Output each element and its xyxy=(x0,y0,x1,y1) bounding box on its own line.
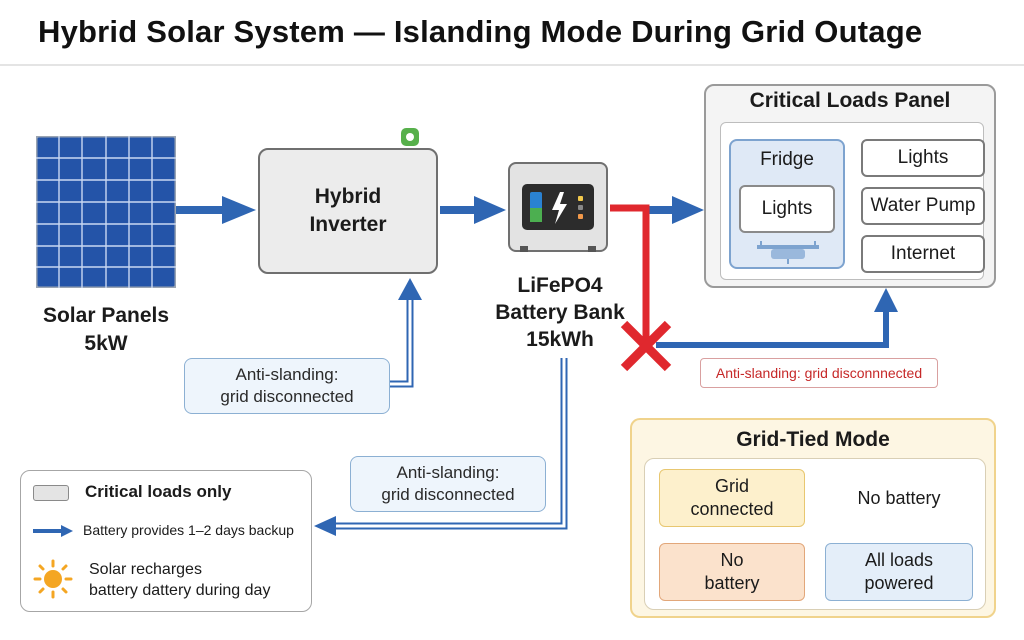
solar-panel-icon xyxy=(36,136,176,288)
title-divider xyxy=(0,64,1024,66)
grid-tied-mode-body: Grid connected No battery No battery All… xyxy=(644,458,986,610)
inverter-note-line2: grid disconnected xyxy=(220,387,354,406)
grid-connected-line2: connected xyxy=(690,499,774,519)
battery-label-line3: 15kWh xyxy=(526,328,594,351)
battery-label-line2: Battery Bank xyxy=(495,301,625,324)
grid-connected-line1: Grid xyxy=(714,476,749,496)
inverter-label-line1: Hybrid xyxy=(314,185,382,208)
inverter-to-battery-arrow xyxy=(440,196,506,224)
battery-to-loads-arrow xyxy=(646,196,704,224)
page-title: Hybrid Solar System — Islanding Mode Dur… xyxy=(38,14,923,49)
grid-to-loads-arrow xyxy=(656,288,898,348)
fridge-label: Fridge xyxy=(760,149,814,170)
legend: Critical loads only Battery provides 1–2… xyxy=(20,470,312,612)
grid-connected-cell: Grid connected xyxy=(659,469,805,527)
load-item-lights: Lights xyxy=(861,139,985,177)
inverter-anti-islanding-note: Anti-slanding: grid disconnected xyxy=(184,358,390,414)
all-loads-line2: powered xyxy=(864,573,934,593)
critical-loads-panel: Critical Loads Panel Fridge Lights Light… xyxy=(704,84,996,288)
fridge-lights-item: Lights xyxy=(739,185,835,233)
no-battery-line2: battery xyxy=(704,573,760,593)
inverter-note-line1: Anti-slanding: xyxy=(235,365,339,384)
battery-note-line2: grid disconnected xyxy=(381,485,515,504)
battery-note-line1: Anti-slanding: xyxy=(396,463,500,482)
grid-disconnected-note: Anti-slanding: grid disconnnected xyxy=(700,358,938,388)
grid-outage-line xyxy=(610,204,650,345)
inverter-note-connector xyxy=(390,278,422,388)
fridge-unit: Fridge Lights xyxy=(729,139,845,269)
inverter-connector-icon xyxy=(400,126,420,148)
hybrid-inverter: Hybrid Inverter xyxy=(258,148,438,274)
grid-tied-mode-title: Grid-Tied Mode xyxy=(736,428,890,451)
battery-status-icon xyxy=(530,192,583,224)
all-loads-powered-cell: All loads powered xyxy=(825,543,973,601)
critical-loads-panel-body: Fridge Lights Lights Water Pump Internet xyxy=(720,122,985,280)
legend-solar-line1: Solar recharges xyxy=(89,561,202,578)
all-loads-line1: All loads xyxy=(864,550,934,570)
battery-display xyxy=(522,184,594,230)
legend-item-solar-recharge: Solar recharges battery dattery during d… xyxy=(89,559,270,601)
legend-item-critical-loads: Critical loads only xyxy=(85,482,232,501)
legend-arrow-icon xyxy=(33,525,73,537)
battery-bank xyxy=(508,162,608,252)
solar-to-inverter-arrow xyxy=(176,196,256,224)
disconnect-x-mark xyxy=(620,320,672,372)
load-item-water-pump: Water Pump xyxy=(861,187,985,225)
sun-icon xyxy=(33,559,73,599)
critical-loads-panel-title: Critical Loads Panel xyxy=(749,89,951,112)
solar-label-line1: Solar Panels xyxy=(42,304,170,327)
lamp-icon xyxy=(757,241,819,264)
legend-item-backup: Battery provides 1–2 days backup xyxy=(83,522,294,538)
solar-label-line2: 5kW xyxy=(84,332,128,355)
no-battery-cell: No battery xyxy=(659,543,805,601)
legend-box-icon xyxy=(33,485,69,501)
battery-to-legend-connector xyxy=(314,358,568,536)
battery-label-line1: LiFePO4 xyxy=(517,274,603,297)
battery-anti-islanding-note: Anti-slanding: grid disconnected xyxy=(350,456,546,512)
legend-solar-line2: battery dattery during day xyxy=(89,582,271,599)
no-battery-text: No battery xyxy=(857,487,941,508)
inverter-label-line2: Inverter xyxy=(309,213,387,236)
no-battery-line1: No xyxy=(720,550,744,570)
battery-bank-label: LiFePO4 Battery Bank 15kWh xyxy=(478,272,642,353)
solar-panels-label: Solar Panels 5kW xyxy=(20,302,192,358)
grid-tied-mode-panel: Grid-Tied Mode Grid connected No battery… xyxy=(630,418,996,618)
load-item-internet: Internet xyxy=(861,235,985,273)
